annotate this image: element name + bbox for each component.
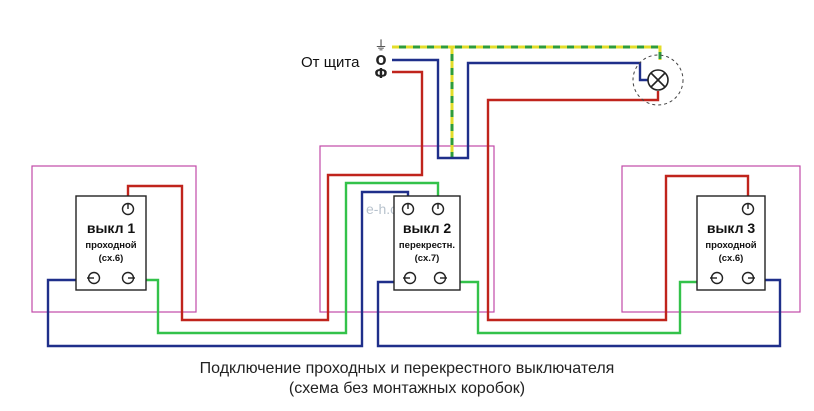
mount-frame-2 (319, 145, 495, 313)
mount-frame-3 (621, 165, 801, 313)
input-terminal-right-icon (431, 202, 445, 216)
lamp (632, 54, 684, 106)
input-terminal-left-icon (401, 202, 415, 216)
switch-1-ref: (сх.6) (99, 253, 124, 264)
caption-line-1: Подключение проходных и перекрестного вы… (199, 360, 615, 377)
traveler-terminal-left-icon (710, 271, 724, 285)
switch-2-title: выкл 2 (403, 220, 452, 236)
switch-1: выкл 1 проходной (сх.6) (75, 195, 147, 291)
traveler-terminal-right-icon (741, 271, 755, 285)
mount-frame-1 (31, 165, 197, 313)
output-terminal-right-icon (433, 271, 447, 285)
phase-wire (126, 70, 750, 322)
switch-1-type: проходной (85, 240, 136, 251)
switch-3-type: проходной (705, 240, 756, 251)
switch-3-title: выкл 3 (707, 220, 756, 236)
switch-2-ref: (сх.7) (415, 253, 440, 264)
traveler-terminal-left-icon (87, 271, 101, 285)
switch-2-type: перекрестн. (399, 240, 455, 251)
output-terminal-left-icon (403, 271, 417, 285)
source-terminals: ⏚ О Ф От щита (301, 39, 388, 82)
switch-2: выкл 2 перекрестн. (сх.7) (393, 195, 461, 291)
common-terminal-icon (741, 202, 755, 216)
neutral-wire (392, 58, 650, 160)
neutral-terminal-label: О (375, 54, 386, 69)
phase-terminal-label: Ф (375, 67, 388, 82)
caption-line-2: (схема без монтажных коробок) (288, 380, 526, 397)
ground-wire (392, 45, 662, 158)
switch-1-title: выкл 1 (87, 220, 136, 236)
switch-3: выкл 3 проходной (сх.6) (696, 195, 766, 291)
common-terminal-icon (121, 202, 135, 216)
traveler-terminal-right-icon (121, 271, 135, 285)
switch-3-ref: (сх.6) (719, 253, 744, 264)
source-label: От щита (301, 54, 360, 71)
ground-symbol: ⏚ (374, 39, 387, 54)
